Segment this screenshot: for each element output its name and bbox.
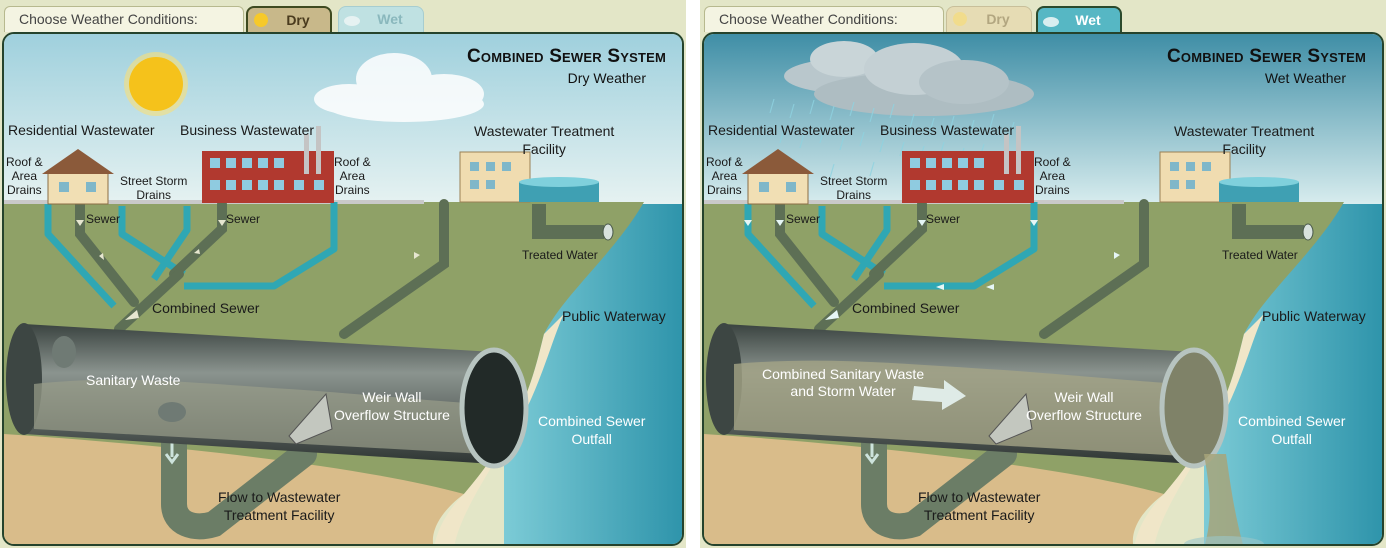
label-roof-right: Roof & Area Drains [1034,155,1071,197]
label-street-storm: Street Storm Drains [820,174,888,202]
tab-dry[interactable]: Dry [246,6,332,32]
weir-wall [988,392,1033,445]
tab-wet[interactable]: Wet [338,6,424,32]
label-street-storm: Street Storm Drains [120,174,188,202]
house-icon [42,149,114,205]
label-business: Business Wastewater [880,122,1015,138]
sun-icon [953,12,967,26]
label-pipe-content: Combined Sanitary Waste and Storm Water [762,366,925,399]
sand [704,434,1164,544]
flow-arrow-icon [912,380,966,410]
label-residential: Residential Wastewater [708,122,855,138]
label-business: Business Wastewater [180,122,315,138]
label-sewer-left: Sewer [786,212,821,226]
label-roof-left: Roof & Area Drains [6,155,43,197]
combined-sewer-pipe [6,323,529,469]
label-weir: Weir Wall Overflow Structure [334,389,450,423]
combined-sewer-pipe [706,323,1229,469]
label-flow: Flow to Wastewater Treatment Facility [918,489,1041,523]
factory-icon [202,126,334,203]
diagram-subtitle: Wet Weather [1264,70,1346,86]
sun-icon [124,52,188,116]
label-treatment: Wastewater Treatment Facility [1174,123,1315,157]
tab-wet[interactable]: Wet [1036,6,1122,32]
weather-tab-bar: Choose Weather Conditions: Dry Wet [700,0,1386,34]
downflow-pipe [161,403,317,540]
factory-icon [902,126,1034,203]
label-outfall: Combined Sewer Outfall [1238,413,1346,447]
cloud-icon [344,16,360,26]
tab-dry[interactable]: Dry [946,6,1032,32]
dry-weather-panel: Choose Weather Conditions: Dry Wet [0,0,686,548]
label-pipe-content: Sanitary Waste [86,372,181,388]
label-treatment: Wastewater Treatment Facility [474,123,615,157]
diagram-title: Combined Sewer System [467,46,666,67]
label-outfall: Combined Sewer Outfall [538,413,646,447]
treatment-facility-icon [1159,151,1299,203]
label-combined-sewer: Combined Sewer [852,300,960,316]
choose-weather-label: Choose Weather Conditions: [704,6,944,32]
treatment-facility-icon [459,151,599,203]
storm-pipes [44,202,338,309]
label-roof-left: Roof & Area Drains [706,155,743,197]
sewer-pipes [75,199,449,339]
downflow-pipe [861,403,1017,540]
storm-cloud-icon [784,41,1034,116]
cloud-icon [1043,17,1059,27]
overflow-stream [1204,454,1243,544]
label-sewer-right: Sewer [926,212,961,226]
choose-weather-label: Choose Weather Conditions: [4,6,244,32]
label-combined-sewer: Combined Sewer [152,300,260,316]
label-sewer-right: Sewer [226,212,261,226]
house-icon [742,149,814,205]
diagram-frame: Combined Sewer System Dry Weather Reside… [2,32,684,546]
weir-wall [288,392,333,445]
sand [4,434,464,544]
diagram-frame: Combined Sewer System Wet Weather Reside… [702,32,1384,546]
sewer-pipes [775,199,1149,339]
label-public-waterway: Public Waterway [1262,308,1366,324]
label-flow: Flow to Wastewater Treatment Facility [218,489,341,523]
sun-icon [254,13,268,27]
label-treated-water: Treated Water [522,248,598,262]
sewer-diagram [4,34,682,544]
cloud-icon [314,53,484,122]
label-residential: Residential Wastewater [8,122,155,138]
weather-tab-bar: Choose Weather Conditions: Dry Wet [0,0,686,34]
sewer-diagram [704,34,1382,544]
label-weir: Weir Wall Overflow Structure [1026,389,1142,423]
diagram-subtitle: Dry Weather [567,70,646,86]
label-treated-water: Treated Water [1222,248,1298,262]
label-sewer-left: Sewer [86,212,121,226]
label-public-waterway: Public Waterway [562,308,666,324]
diagram-title: Combined Sewer System [1167,46,1366,67]
label-roof-right: Roof & Area Drains [334,155,371,197]
wet-weather-panel: Choose Weather Conditions: Dry Wet [700,0,1386,548]
